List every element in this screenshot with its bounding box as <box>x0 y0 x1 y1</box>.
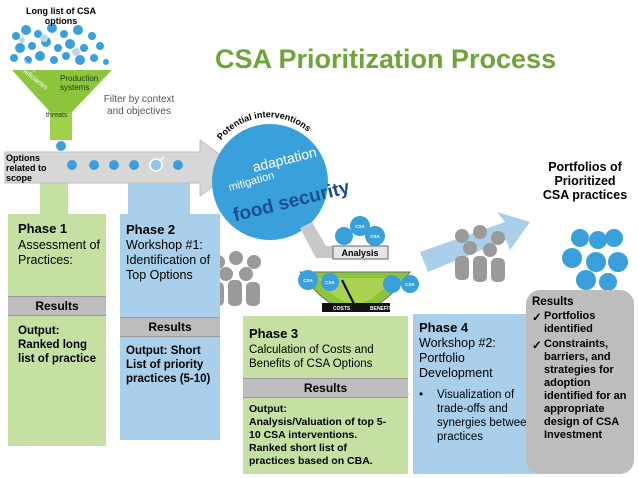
funnel-shape <box>12 70 112 140</box>
funnel-segment-systems: Production systems <box>60 74 99 92</box>
phase2-subtitle: Workshop #1: Identification of Top Optio… <box>126 238 211 282</box>
filter-label: Filter by context and objectives <box>103 94 175 117</box>
phase1-panel: Phase 1 Assessment of Practices: Results… <box>8 214 106 446</box>
phase3-title: Phase 3 <box>249 326 299 341</box>
check-icon: ✓ <box>532 340 542 352</box>
results-heading: Results <box>532 296 574 308</box>
csa-tokens <box>298 216 419 293</box>
funnel-stem <box>50 112 72 140</box>
phase3-panel: Phase 3 Calculation of Costs and Benefit… <box>243 316 408 474</box>
funnel-drop <box>56 141 66 151</box>
results-box: Results ✓ Portfolios identified ✓ Constr… <box>526 290 634 474</box>
analysis-pipe <box>300 222 342 258</box>
benefits-label: BENEFITS <box>370 306 395 312</box>
long-list-label: Long list of CSA options <box>26 6 96 26</box>
analysis-bar <box>332 245 389 260</box>
phase4-bullet-dot: • <box>419 389 424 401</box>
phase3-output: Analysis/Valuation of top 5-10 CSA inter… <box>249 416 387 467</box>
portfolio-tokens <box>562 229 628 291</box>
portfolios-label: Portfolios of Prioritized CSA practices <box>542 160 628 202</box>
costs-label: COSTS <box>333 306 351 312</box>
phase2-output: Output: Short List of priority practices… <box>126 345 211 385</box>
funnel-dots <box>10 23 109 65</box>
arrow-label: Options related to scope <box>6 153 47 183</box>
phase1-title: Phase 1 <box>18 221 68 236</box>
csa-token-label: CSA <box>405 282 415 287</box>
phase4-panel: Phase 4 Workshop #2: Portfolio Developme… <box>413 314 538 474</box>
magnifier-icon <box>149 156 165 172</box>
phase4-title: Phase 4 <box>419 320 469 335</box>
scale-base <box>322 303 390 312</box>
csa-token-label: CSA <box>325 280 335 285</box>
analysis-label: Analysis <box>341 248 378 258</box>
funnel-light-dots <box>19 34 80 56</box>
csa-token-label: CSA <box>370 234 380 239</box>
people-icon-phase4 <box>455 225 505 282</box>
phase1-subtitle: Assessment of Practices: <box>18 238 100 267</box>
csa-token-label: CSA <box>303 278 313 283</box>
phase2-panel: Phase 2 Workshop #1: Identification of T… <box>120 214 220 440</box>
phase2-results-bar: Results <box>120 317 220 337</box>
scale-needle <box>341 279 356 307</box>
interventions-circle <box>212 124 328 240</box>
phase1-results-bar: Results <box>8 296 106 316</box>
csa-token-label: CSA <box>355 224 365 229</box>
results-item: Constraints, barriers, and strategies fo… <box>544 338 627 441</box>
phase3-subtitle: Calculation of Costs and Benefits of CSA… <box>249 344 374 370</box>
arrow-dots <box>67 160 183 170</box>
phase4-subtitle: Workshop #2: Portfolio Development <box>419 336 496 380</box>
phase1-output: Output: Ranked long list of practice <box>18 325 96 365</box>
phase4-bullet: Visualization of trade-offs and synergie… <box>437 389 533 443</box>
phase3-results-bar: Results <box>243 378 408 398</box>
page-title: CSA Prioritization Process <box>215 44 557 74</box>
phase2-title: Phase 2 <box>126 222 176 237</box>
funnel-segment-threats: threats <box>46 112 68 119</box>
check-icon: ✓ <box>532 312 542 324</box>
results-item: Portfolios identified <box>544 310 596 335</box>
phase3-output-label: Output: <box>249 403 287 415</box>
portfolio-arrow <box>420 212 530 272</box>
